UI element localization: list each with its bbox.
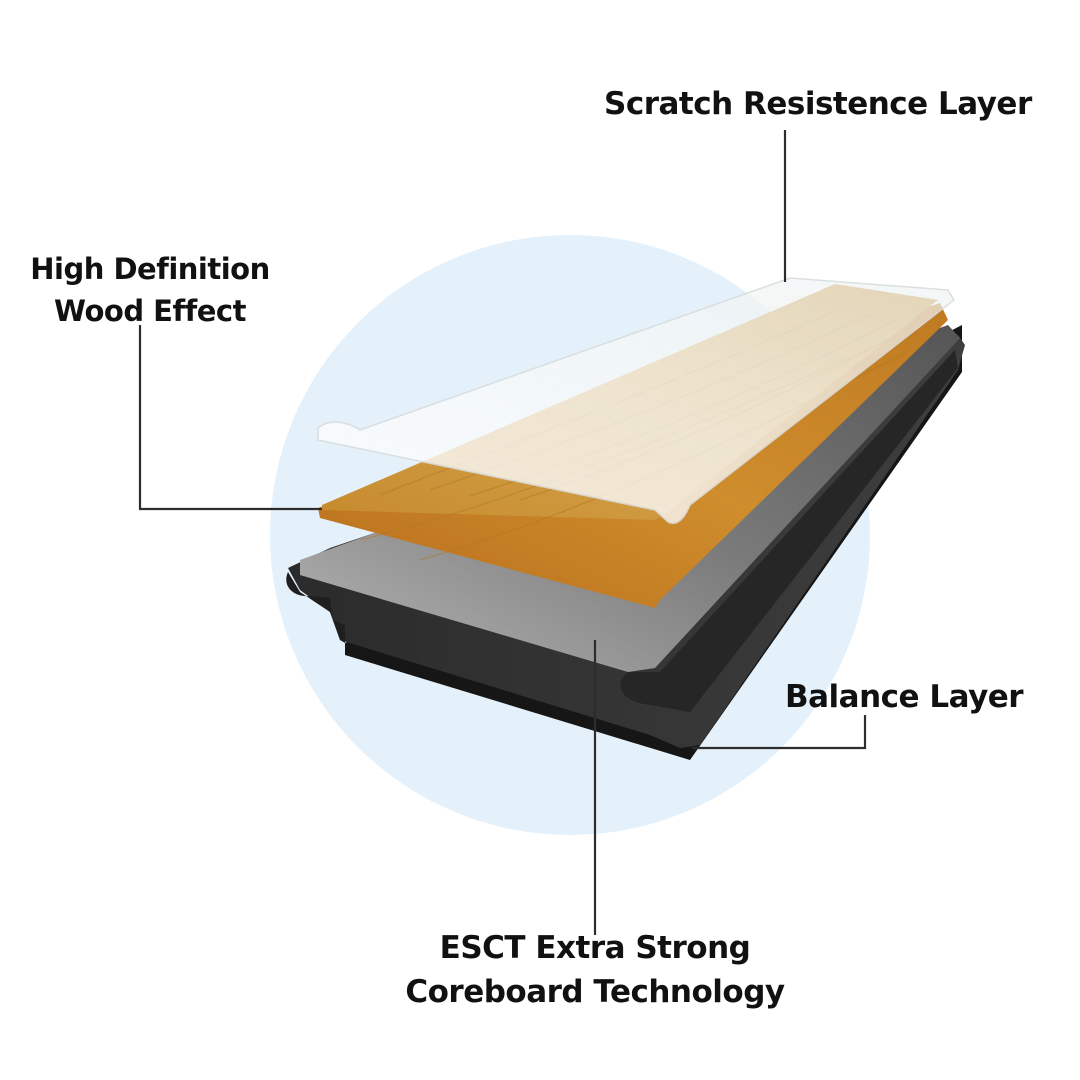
wood-effect-label: High Definition Wood Effect [20,248,280,332]
wood-effect-line2: Wood Effect [20,290,280,332]
scratch-layer-text: Scratch Resistence Layer [604,84,1032,124]
balance-layer-label: Balance Layer [785,677,1023,717]
wood-effect-line1: High Definition [20,248,280,290]
core-technology-line1: ESCT Extra Strong [395,926,795,970]
core-technology-label: ESCT Extra Strong Coreboard Technology [395,926,795,1014]
core-technology-line2: Coreboard Technology [395,970,795,1014]
balance-layer-text: Balance Layer [785,677,1023,717]
scratch-layer-label: Scratch Resistence Layer [604,84,1032,124]
